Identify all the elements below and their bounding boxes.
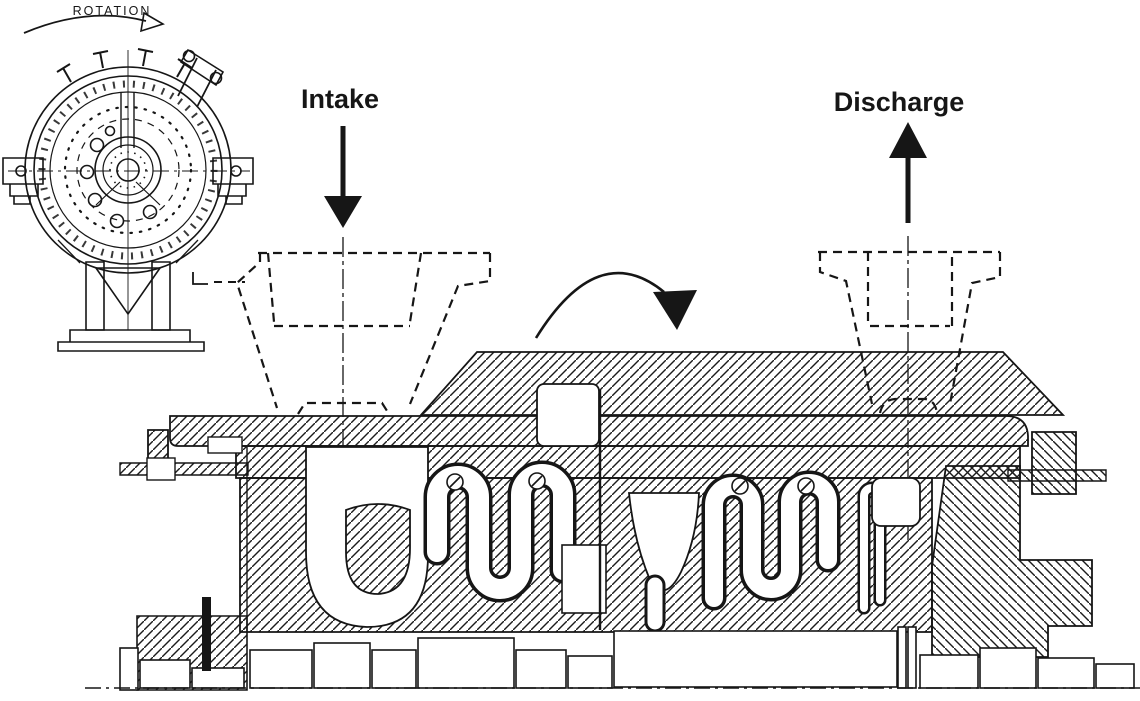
nozzle-flange-bolt: [182, 49, 196, 63]
left-joint-slot: [207, 436, 243, 454]
shaft-end-step: [1095, 663, 1135, 689]
bolt-head-circle: [79, 164, 95, 180]
rotation-label: ROTATION: [73, 4, 152, 18]
discharge-arrow-icon: [889, 122, 927, 223]
casing-section: [119, 351, 1107, 658]
rim-bolt-studs: [56, 48, 193, 83]
end-view-lower-ribs: [95, 181, 161, 206]
right-flange-block: [1031, 431, 1077, 495]
intake-label: Intake: [301, 84, 379, 114]
end-view-flange-ticks: [38, 80, 218, 260]
pedestal-base: [57, 329, 205, 352]
nozzle-flange-bolt: [209, 71, 223, 85]
pump-end-view: [2, 48, 254, 352]
bolt-head-circle: [142, 204, 158, 220]
stage-bolt-slashes: [449, 475, 812, 492]
bolt-head-circle: [87, 192, 103, 208]
bolt-head-circle: [104, 125, 116, 137]
right-tie-rod: [1007, 469, 1107, 482]
right-end-cover: [931, 465, 1093, 658]
right-mounting-lug: [212, 157, 254, 205]
left-step: [119, 647, 139, 691]
shaft-and-bearings: [119, 597, 1135, 691]
dome-keyway-notch: [536, 383, 600, 447]
shaft-step: [313, 642, 371, 689]
rotation-arrow-icon: [23, 11, 165, 34]
left-step: [139, 659, 191, 689]
support-pillar: [897, 626, 907, 689]
under-casing-cavity: [613, 630, 898, 688]
bolt-head-circle: [109, 213, 125, 229]
stage-bolt-row: [446, 472, 815, 495]
shaft-step: [371, 649, 417, 689]
return-channel: [628, 492, 700, 592]
shaft-step: [919, 654, 979, 689]
leader-corner-mark: [192, 272, 208, 285]
suction-island: [345, 503, 411, 595]
end-view-top-rib: [120, 92, 135, 148]
end-view-nozzle: [177, 57, 217, 108]
left-lock-pin: [202, 597, 211, 671]
shaft-step: [567, 655, 613, 689]
left-step: [191, 667, 245, 689]
support-pillar: [907, 626, 917, 689]
shaft-step: [1037, 657, 1095, 689]
lug-gussets: [57, 239, 199, 264]
bolt-head-circle: [89, 137, 105, 153]
shaft-step: [249, 649, 313, 689]
shaft-rotation-arrow-icon: [534, 271, 697, 339]
left-tie-rod: [119, 462, 249, 476]
casing-dome: [418, 351, 1066, 416]
end-view-nozzle-flange: [179, 48, 225, 87]
shaft-step: [979, 647, 1037, 689]
shaft-step: [515, 649, 567, 689]
shaft-sleeve: [417, 637, 515, 689]
intake-funnel-outline: [235, 251, 492, 415]
left-rod-bolt: [146, 457, 176, 481]
discharge-label: Discharge: [834, 87, 965, 117]
intake-arrow-icon: [324, 126, 362, 228]
left-mounting-lug: [2, 157, 44, 205]
discharge-cavity: [871, 477, 921, 527]
center-seal-chamber: [561, 544, 607, 614]
